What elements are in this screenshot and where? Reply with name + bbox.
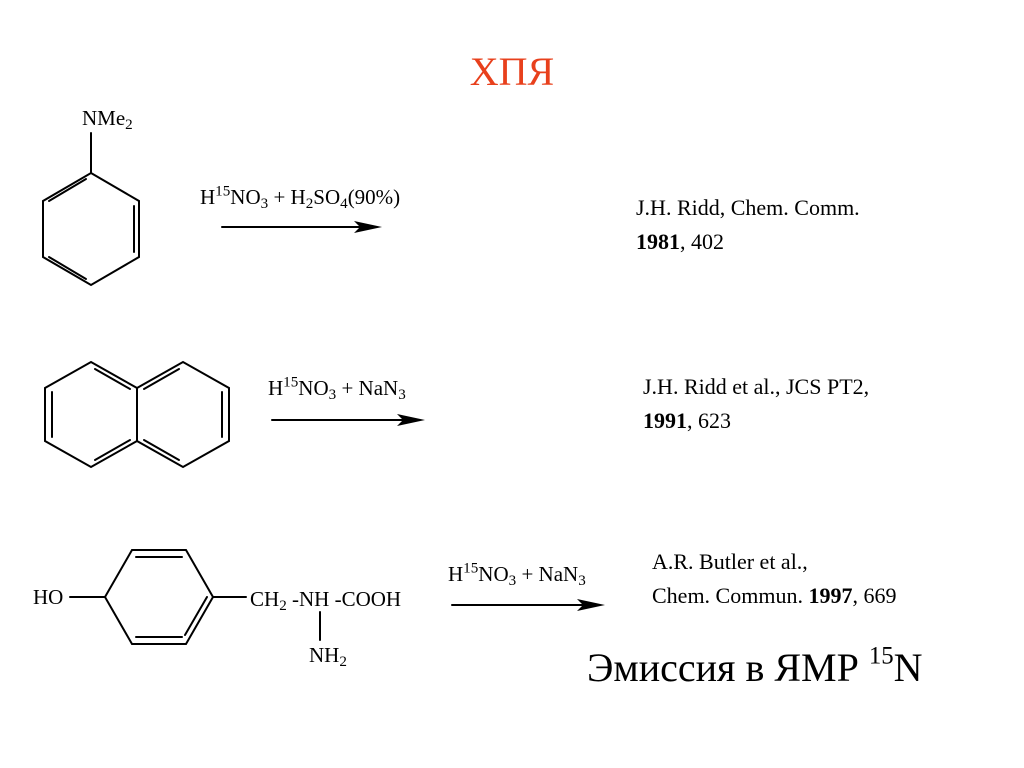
reference-1-line2: 1981, 402	[636, 229, 724, 254]
ho-label: HO	[33, 585, 64, 609]
arrow-3	[451, 599, 605, 611]
reagent-3: H15NO3 + NaN3	[448, 560, 586, 589]
reagent-2: H15NO3 + NaN3	[268, 374, 406, 403]
reference-3: A.R. Butler et al., Chem. Commun. 1997, …	[652, 545, 896, 613]
reagent-1: H15NO3 + H2SO4(90%)	[200, 183, 401, 212]
nh2-label: NH2	[309, 643, 347, 670]
benzene-ring-3	[69, 549, 321, 645]
naphthalene-rings	[44, 360, 230, 469]
arrow-2	[271, 414, 425, 426]
reference-3-line1: A.R. Butler et al.,	[652, 549, 808, 574]
arrow-1	[221, 221, 382, 233]
reference-1: J.H. Ridd, Chem. Comm. 1981, 402	[636, 191, 860, 259]
reference-2-line2: 1991, 623	[643, 408, 731, 433]
reference-2-line1: J.H. Ridd et al., JCS PT2,	[643, 374, 870, 399]
emission-caption: Эмиссия в ЯМР 15N	[587, 642, 923, 690]
reference-2: J.H. Ridd et al., JCS PT2, 1991, 623	[643, 370, 869, 438]
slide-title: ХПЯ	[469, 49, 555, 94]
nme2-label: NMe2	[82, 106, 133, 133]
benzene-ring-1	[42, 132, 140, 287]
reference-3-line2: Chem. Commun. 1997, 669	[652, 583, 897, 608]
side-chain-label: CH2 -NH -COOH	[250, 587, 402, 614]
reference-1-line1: J.H. Ridd, Chem. Comm.	[636, 195, 860, 220]
